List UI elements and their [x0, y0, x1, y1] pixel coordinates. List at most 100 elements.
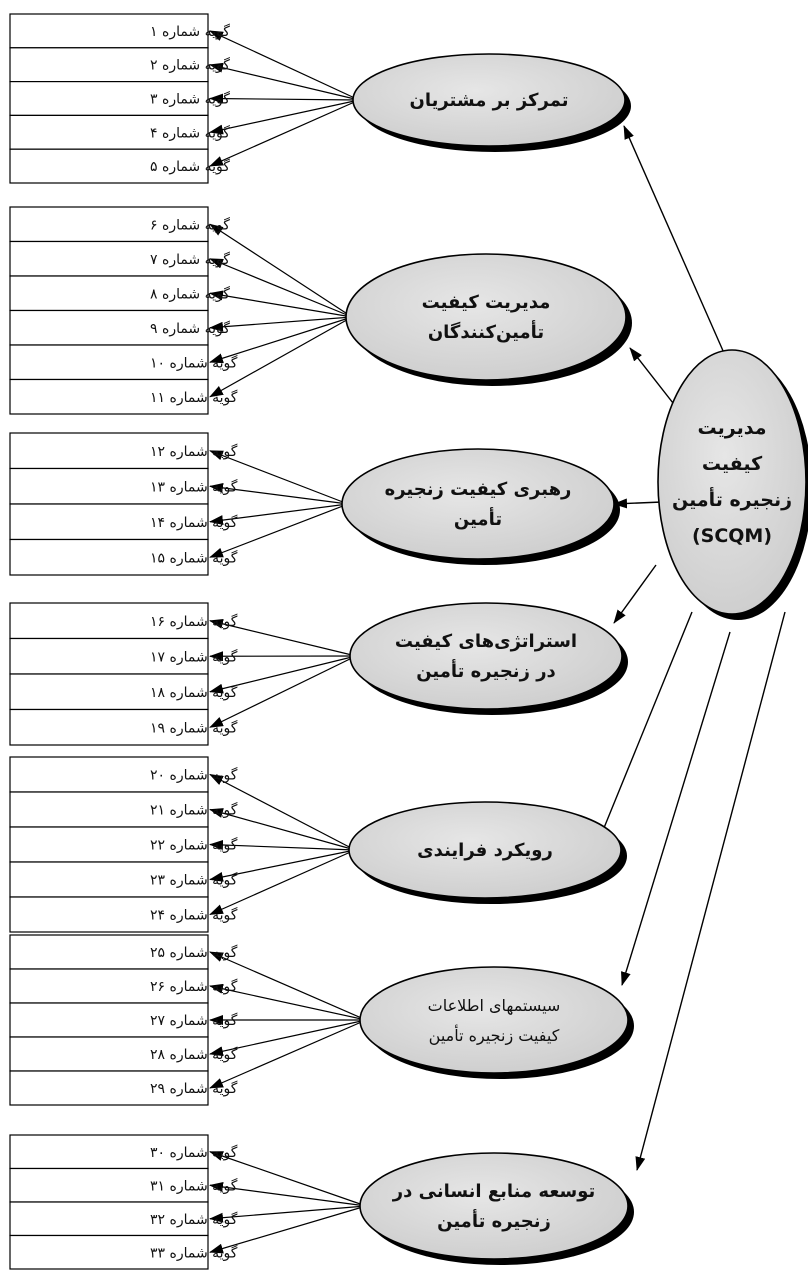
item-label: گویه شماره ۱۸	[150, 684, 238, 701]
item-arrow	[209, 655, 357, 728]
item-box	[9, 1201, 209, 1237]
item-box	[9, 826, 209, 863]
factor-title-line: تأمین	[454, 507, 502, 530]
item-arrow	[209, 258, 353, 318]
item-arrow	[209, 849, 356, 916]
item-label: گویه شماره ۳۱	[150, 1177, 238, 1194]
item-arrow	[209, 1019, 367, 1057]
factor-title-line: تمرکز بر مشتریان	[409, 90, 568, 111]
item-box	[9, 791, 209, 828]
factor-ellipses-layer: تمرکز بر مشتریان مدیریت کیفیت تأمین‌کنندگا…	[341, 53, 808, 1265]
factor-ellipse-2	[345, 253, 627, 381]
item-arrow	[209, 62, 360, 101]
item-arrow	[209, 1205, 367, 1223]
item-arrow	[209, 223, 353, 318]
item-arrow	[209, 839, 356, 851]
item-label: گویه شماره ۱۲	[150, 443, 238, 460]
item-box	[9, 861, 209, 898]
item-label: گویه شماره ۱۴	[150, 514, 238, 531]
item-label: گویه شماره ۹	[150, 320, 230, 337]
main-arrow-4	[613, 564, 657, 624]
central-title-line: کیفیت	[702, 453, 763, 475]
item-label: گویه شماره ۲	[150, 57, 230, 74]
factor-title-line: استراتژی‌های کیفیت	[395, 631, 577, 652]
item-arrow	[209, 316, 353, 398]
item-arrow	[209, 618, 357, 657]
item-label: گویه شماره ۲۷	[150, 1012, 238, 1029]
factor-title-line: توسعه منابع انسانی در	[392, 1181, 596, 1202]
main-arrow-1	[623, 125, 736, 379]
item-arrow	[209, 1205, 367, 1254]
item-arrow	[209, 30, 360, 101]
item-box	[9, 309, 209, 346]
item-arrow	[209, 1182, 367, 1207]
main-arrow-2	[629, 347, 681, 413]
item-box	[9, 934, 209, 970]
item-label: گویه شماره ۲۶	[150, 978, 238, 995]
item-arrow	[209, 849, 356, 882]
item-arrow	[209, 1151, 367, 1207]
item-box	[9, 47, 209, 83]
item-label: گویه شماره ۵	[150, 158, 230, 175]
item-box	[9, 114, 209, 150]
item-box	[9, 708, 209, 746]
item-arrow	[209, 655, 357, 694]
item-label: گویه شماره ۱۷	[150, 648, 238, 665]
central-title-line: زنجیره تأمین	[672, 487, 792, 511]
item-label: گویه شماره ۱۳	[150, 478, 238, 495]
factor-title-line: تأمین‌کنندگان	[428, 320, 544, 343]
item-box	[9, 467, 209, 505]
factor-title-line: رویکرد فرایندی	[417, 840, 553, 861]
item-box	[9, 1234, 209, 1270]
item-box	[9, 756, 209, 793]
factor-title-line: رهبری کیفیت زنجیره	[385, 479, 572, 500]
item-label: گویه شماره ۳۳	[150, 1244, 238, 1261]
item-arrow	[209, 503, 349, 526]
item-label: گویه شماره ۸	[150, 285, 230, 302]
item-label: گویه شماره ۲۵	[150, 944, 238, 961]
item-arrow	[209, 808, 356, 851]
factor-title-line: مدیریت کیفیت	[422, 292, 551, 313]
item-box	[9, 1002, 209, 1038]
main-arrow-6	[621, 631, 731, 986]
item-arrow	[209, 99, 360, 167]
item-arrow	[209, 450, 349, 505]
factor-ellipse-3	[341, 448, 615, 560]
item-label: گویه شماره ۲۳	[150, 872, 238, 889]
item-label: گویه شماره ۱۹	[150, 719, 238, 736]
item-box	[9, 378, 209, 415]
item-box	[9, 80, 209, 116]
item-box	[9, 206, 209, 243]
item-box	[9, 344, 209, 381]
item-arrow	[209, 983, 367, 1021]
central-title-line: مدیریت	[698, 417, 767, 439]
factor-title-line: سیستمهای اطلاعات	[428, 996, 561, 1016]
item-box	[9, 1036, 209, 1072]
item-label: گویه شماره ۱۰	[150, 354, 238, 371]
item-arrow	[209, 482, 349, 505]
item-label: گویه شماره ۱۱	[150, 389, 238, 406]
arrows-layer	[209, 30, 786, 1254]
item-label: گویه شماره ۳	[150, 91, 230, 108]
item-label: گویه شماره ۲۹	[150, 1080, 238, 1097]
item-label: گویه شماره ۲۲	[150, 837, 238, 854]
item-arrow	[209, 290, 353, 318]
item-label: گویه شماره ۱۶	[150, 613, 238, 630]
factor-ellipse-1	[352, 53, 626, 147]
item-arrow	[209, 773, 356, 851]
item-label: گویه شماره ۳۰	[150, 1144, 238, 1161]
item-label: گویه شماره ۴	[150, 124, 230, 141]
item-box	[9, 1070, 209, 1106]
item-arrow	[209, 316, 353, 364]
item-label: گویه شماره ۳۲	[150, 1211, 238, 1228]
item-label: گویه شماره ۲۱	[150, 802, 238, 819]
item-arrow	[209, 316, 353, 332]
central-title-line: (SCQM)	[692, 525, 772, 547]
item-arrow	[209, 99, 360, 135]
item-label: گویه شماره ۲۰	[150, 767, 238, 784]
factor-title-line: کیفیت زنجیره تأمین	[429, 1024, 560, 1046]
item-label: گویه شماره ۱	[150, 23, 230, 40]
item-arrow	[209, 951, 367, 1021]
factor-title-line: زنجیره تأمین	[437, 1209, 551, 1232]
